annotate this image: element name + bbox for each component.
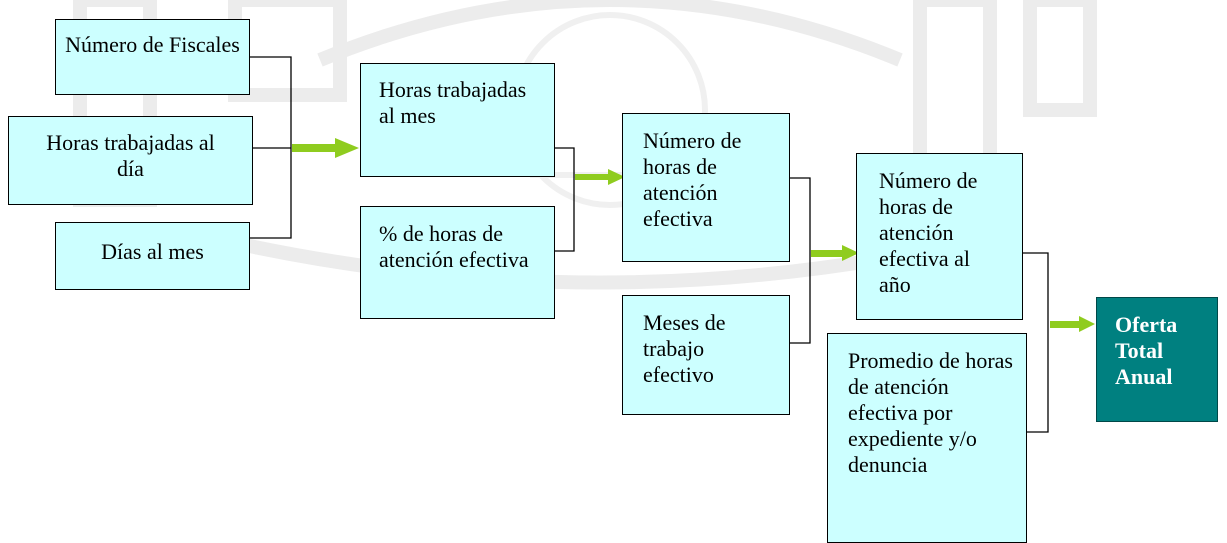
arrow-to-horas-atencion (575, 169, 625, 185)
box-promedio: Promedio de horas de atención efectiva p… (827, 333, 1027, 543)
bracket-horas-anio (790, 177, 811, 344)
box-horas-anio-label: Número de horas de atención efectiva al … (879, 168, 978, 297)
box-horas-dia: Horas trabajadas al día (8, 116, 253, 205)
bracket-oferta (1023, 252, 1049, 433)
arrow-to-horas-mes (292, 138, 359, 158)
box-promedio-label: Promedio de horas de atención efectiva p… (848, 348, 1013, 477)
box-oferta-total-label: Oferta Total Anual (1115, 312, 1178, 389)
arrow-to-horas-anio (811, 245, 859, 261)
arrow-to-oferta (1050, 316, 1095, 332)
box-horas-mes-label: Horas trabajadas al mes (379, 77, 527, 128)
box-meses-trabajo-label: Meses de trabajo efectivo (643, 310, 726, 387)
box-dias-mes-label: Días al mes (101, 239, 204, 264)
box-pct-atencion: % de horas de atención efectiva (360, 206, 555, 319)
box-horas-anio: Número de horas de atención efectiva al … (856, 153, 1023, 320)
box-pct-atencion-label: % de horas de atención efectiva (379, 221, 529, 272)
box-numero-fiscales: Número de Fiscales (55, 19, 250, 95)
box-horas-dia-label: Horas trabajadas al día (46, 130, 215, 181)
box-dias-mes: Días al mes (55, 222, 250, 290)
box-numero-fiscales-label: Número de Fiscales (65, 32, 240, 57)
box-meses-trabajo: Meses de trabajo efectivo (622, 295, 790, 415)
bracket-horas-atencion (555, 147, 575, 252)
box-horas-mes: Horas trabajadas al mes (360, 63, 555, 177)
box-horas-atencion-label: Número de horas de atención efectiva (643, 128, 742, 231)
box-horas-atencion: Número de horas de atención efectiva (622, 113, 790, 262)
box-oferta-total: Oferta Total Anual (1096, 297, 1218, 422)
